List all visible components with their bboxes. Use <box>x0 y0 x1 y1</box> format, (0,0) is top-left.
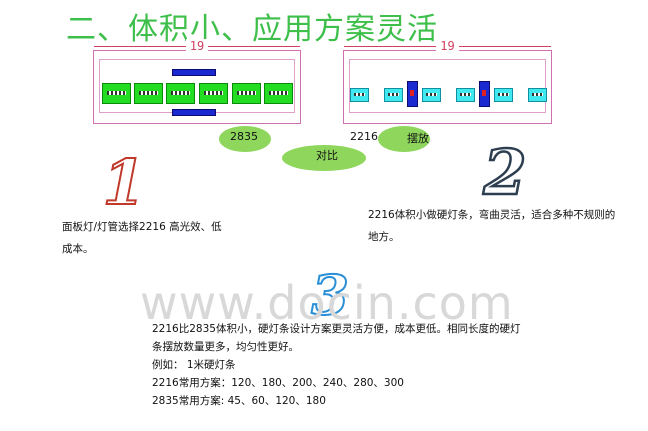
text-line: 2216比2835体积小，硬灯条设计方案更灵活方便，成本更低。相同长度的硬灯 <box>152 323 521 335</box>
led-bottom-blue <box>172 109 216 116</box>
led-2835-chip <box>134 83 163 104</box>
text-line: 面板灯/灯管选择2216 高光效、低 <box>62 221 222 233</box>
ellipse-arrangement <box>378 126 430 152</box>
dimension-marker: 19 <box>94 39 300 53</box>
text-line: 成本。 <box>62 243 94 255</box>
point-2-text: 2216体积小做硬灯条，弯曲灵活，适合多种不规则的 地方。 <box>368 204 643 248</box>
led-2216-chip <box>350 88 369 102</box>
dimension-marker: 19 <box>344 39 551 53</box>
led-2216-chip <box>384 88 403 102</box>
number-3-graphic: 3 <box>310 262 350 328</box>
dimension-label: 19 <box>436 39 459 53</box>
led-2835-chip <box>199 83 228 104</box>
label-2216: 2216 <box>350 130 378 143</box>
dimension-label: 19 <box>185 39 209 53</box>
number-2-graphic: 2 <box>481 135 528 211</box>
watermark: www.docin.com <box>140 276 514 330</box>
diagram-2216-board: 19 <box>343 39 552 124</box>
led-2216-chip <box>456 88 475 102</box>
point-1-text: 面板灯/灯管选择2216 高光效、低 成本。 <box>62 216 292 260</box>
led-2835-chip <box>264 83 293 104</box>
label-arrangement: 摆放 <box>407 132 429 145</box>
text-line: 地方。 <box>368 231 400 243</box>
text-line: 2835常用方案: 45、60、120、180 <box>152 395 326 407</box>
led-2216-chip <box>494 88 513 102</box>
text-line: 条摆放数量更多，均匀性更好。 <box>152 341 299 353</box>
led-2216-chip <box>528 88 547 102</box>
led-2835-chip <box>102 83 131 104</box>
number-2: 2 <box>482 136 526 209</box>
led-blue-red <box>407 81 418 107</box>
label-2835: 2835 <box>230 130 258 143</box>
ellipse-2835 <box>219 126 271 152</box>
led-2835-chip <box>166 83 195 104</box>
number-1: 1 <box>102 146 145 219</box>
text-line: 例如： 1米硬灯条 <box>152 359 236 371</box>
label-compare: 对比 <box>316 149 338 162</box>
led-2216-chip <box>422 88 441 102</box>
led-top-blue <box>172 69 216 76</box>
led-2835-chip <box>232 83 261 104</box>
number-1-graphic: 1 <box>101 145 146 220</box>
ellipse-compare <box>282 145 366 171</box>
point-3-text: 2216比2835体积小，硬灯条设计方案更灵活方便，成本更低。相同长度的硬灯 条… <box>152 320 592 410</box>
diagram-2835-board: 19 <box>93 39 301 124</box>
number-3: 3 <box>311 263 349 327</box>
text-line: 2216常用方案：120、180、200、240、280、300 <box>152 377 404 389</box>
text-line: 2216体积小做硬灯条，弯曲灵活，适合多种不规则的 <box>368 209 616 221</box>
led-blue-red <box>479 81 490 107</box>
page-title: 二、体积小、应用方案灵活 <box>66 12 438 47</box>
